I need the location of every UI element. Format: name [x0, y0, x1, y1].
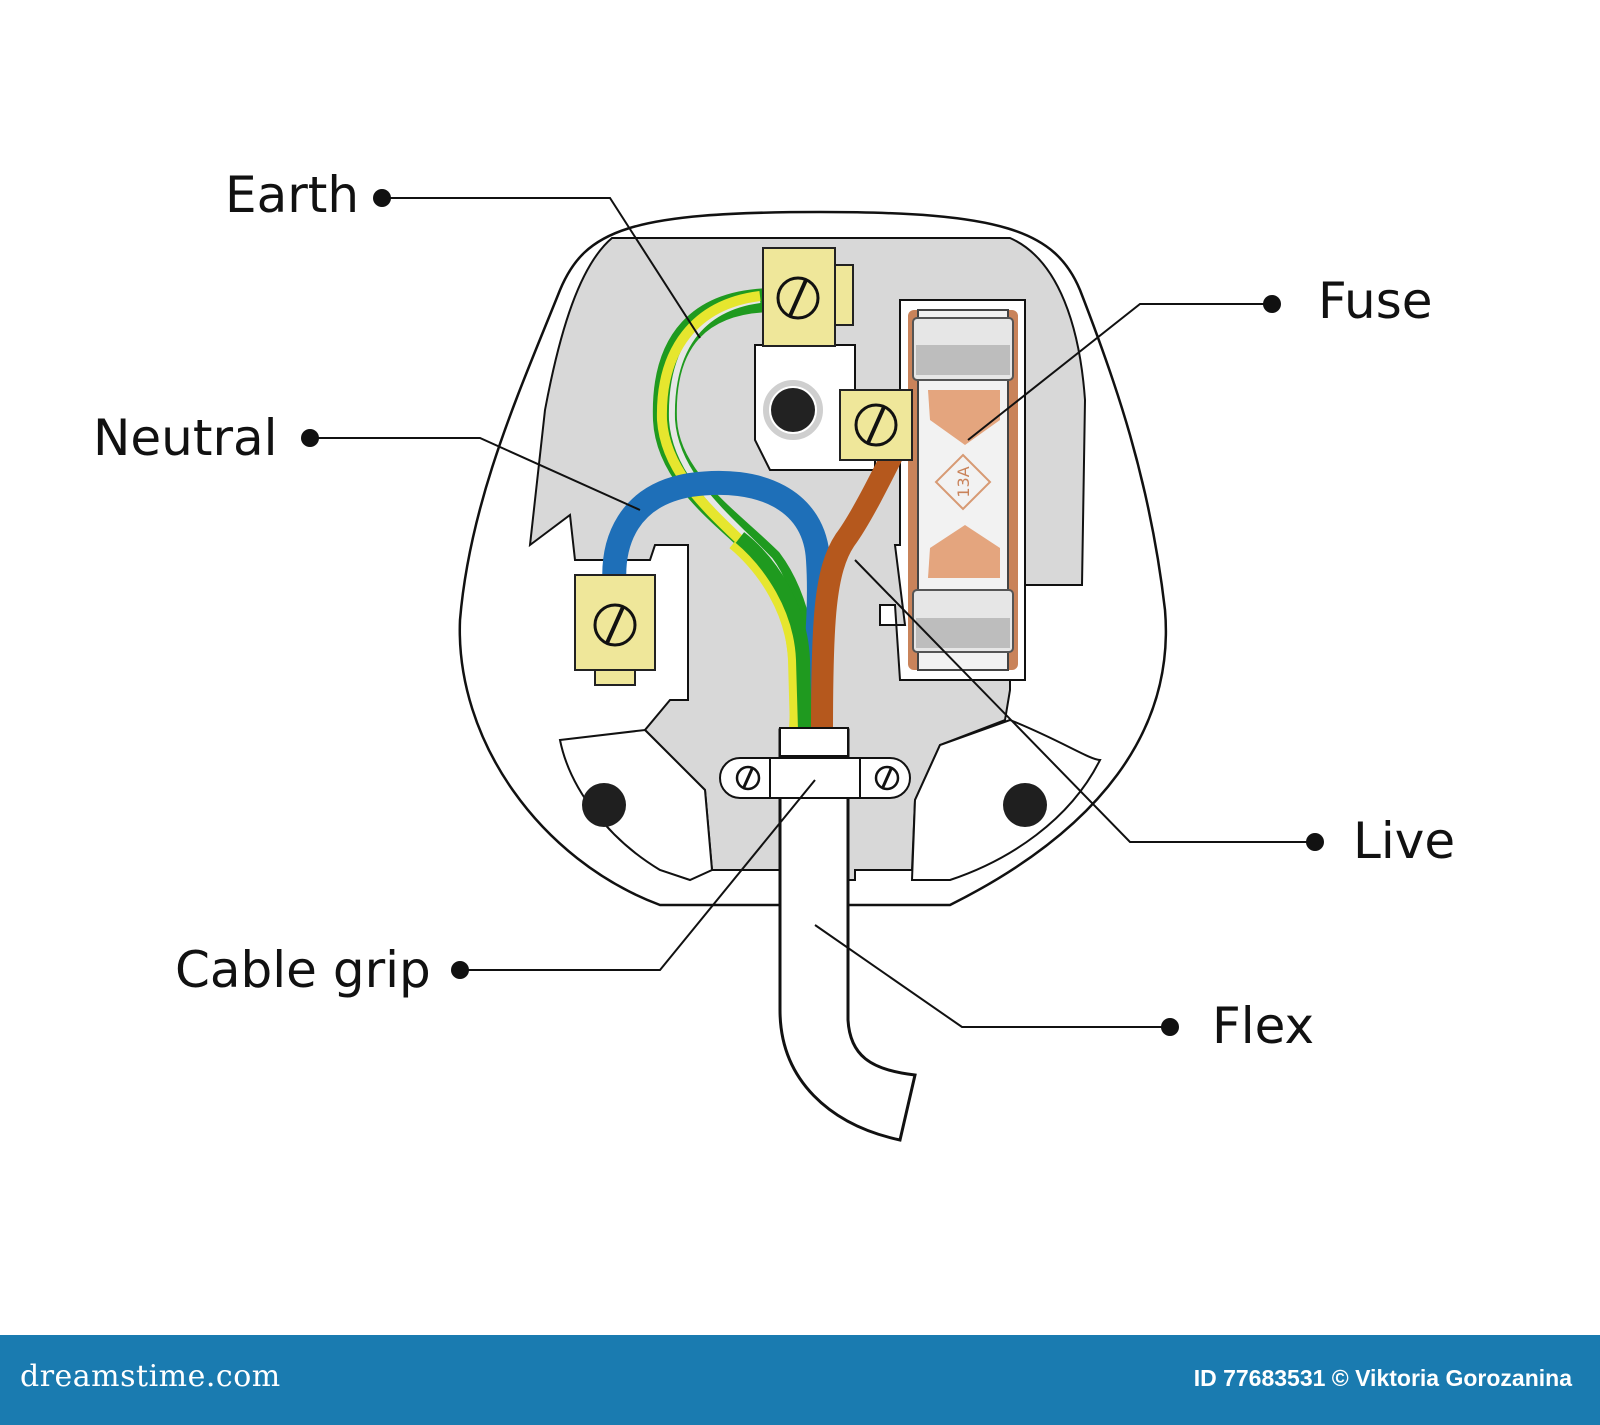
leader-dots: [301, 189, 1324, 1036]
footer-brand[interactable]: dreamstime.com: [20, 1359, 281, 1394]
earth-dot: [373, 189, 391, 207]
label-flex: Flex: [1212, 997, 1314, 1055]
footer-credit: ID 77683531 © Viktoria Gorozanina: [1193, 1365, 1572, 1391]
label-live: Live: [1353, 812, 1455, 870]
flex-dot: [1161, 1018, 1179, 1036]
label-cable-grip: Cable grip: [175, 941, 431, 999]
plug-wiring-diagram: 13A: [93, 166, 1455, 1142]
neutral-terminal: [574, 574, 656, 686]
fuse-rating: 13A: [954, 466, 973, 497]
watermark-footer: dreamstime.com ID 77683531 © Viktoria Go…: [0, 1335, 1600, 1425]
live-wire: [811, 435, 910, 731]
earth-wire-front-yellow: [729, 541, 798, 731]
earth-terminal: [762, 247, 854, 347]
neutral-dot: [301, 429, 319, 447]
sheath-end: [779, 727, 849, 757]
earth-pin-hole: [771, 388, 815, 432]
live-leader: [854, 559, 1315, 843]
flex-leader: [814, 924, 1170, 1028]
left-mounting-hole: [582, 783, 626, 827]
fuse: 13A: [908, 309, 1018, 671]
flex-cable: [778, 728, 917, 1142]
cable-grip-leader: [460, 779, 816, 971]
earth-leader: [382, 197, 701, 339]
cable-grip-dot: [451, 961, 469, 979]
leader-lines: [310, 197, 1315, 1028]
right-mounting-hole: [1003, 783, 1047, 827]
label-earth: Earth: [225, 166, 359, 224]
fuse-dot: [1263, 295, 1281, 313]
live-terminal: [839, 389, 913, 461]
earth-pin-hole-ring: [763, 380, 823, 440]
fuse-leader: [967, 303, 1272, 441]
neutral-leader: [310, 437, 641, 511]
label-neutral: Neutral: [93, 409, 278, 467]
earth-wire-front: [731, 532, 812, 731]
cable-grip: [719, 757, 911, 799]
live-dot: [1306, 833, 1324, 851]
label-fuse: Fuse: [1318, 272, 1433, 330]
